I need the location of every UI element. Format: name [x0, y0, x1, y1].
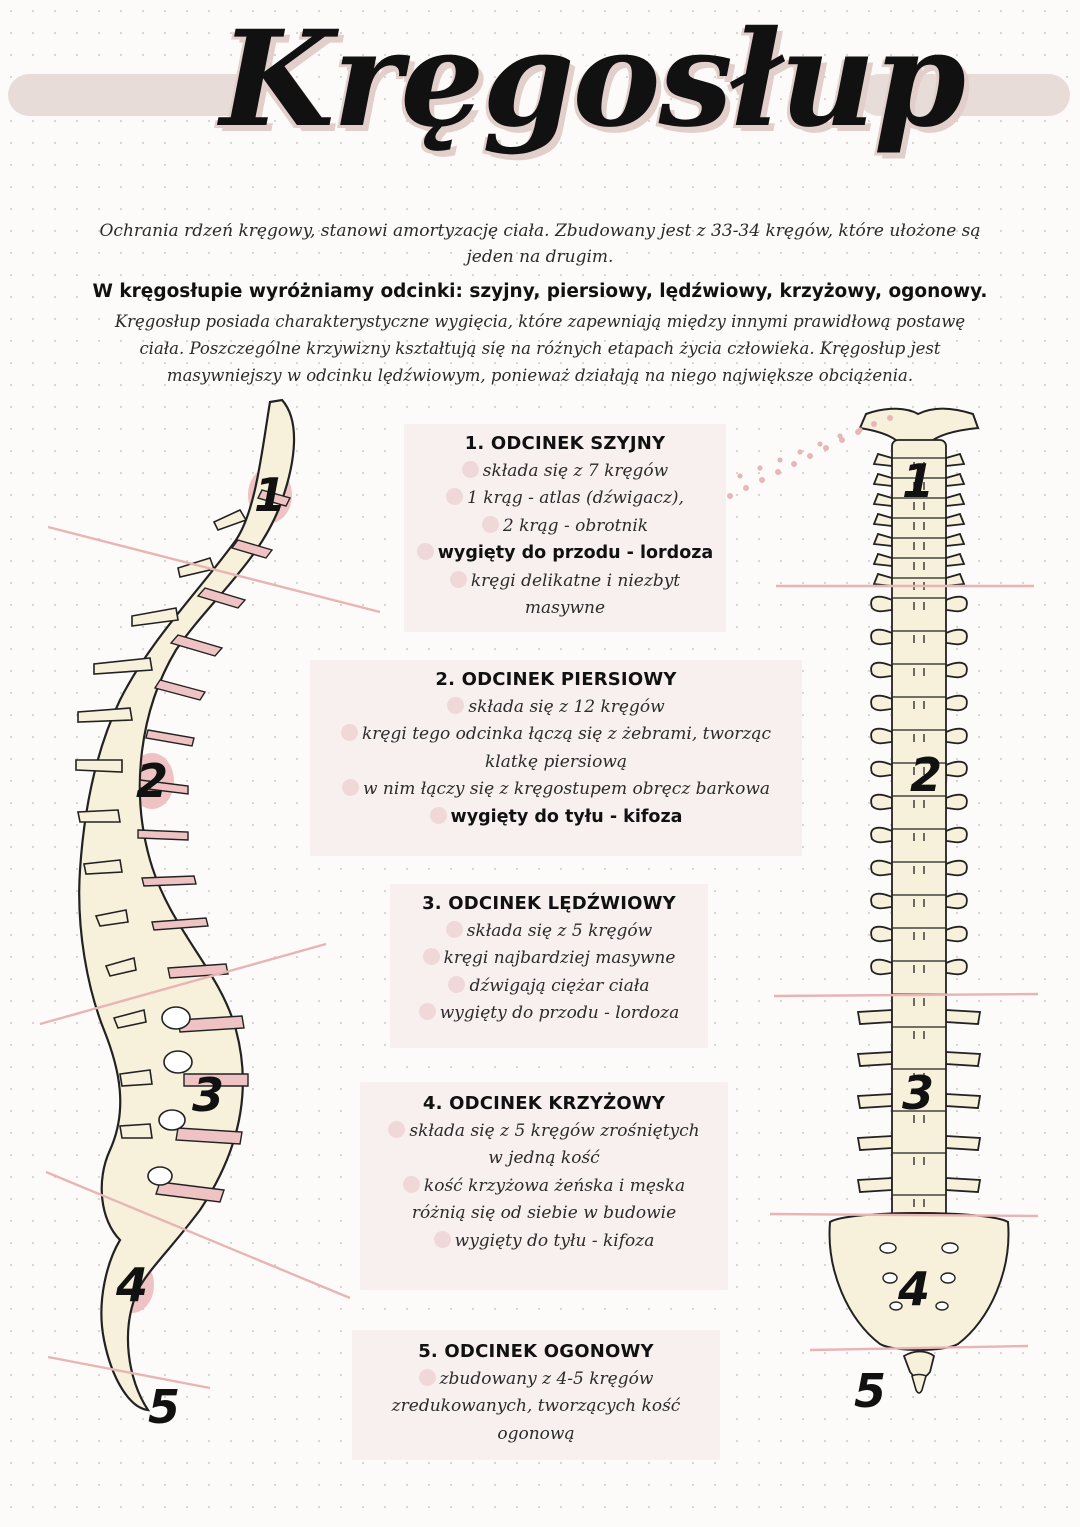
bullet-dot [448, 975, 466, 993]
section-heading: 2. ODCINEK PIERSIOWY [435, 669, 677, 690]
label-3-left: 3 [186, 1067, 230, 1123]
section-line: składa się z 7 kręgów [404, 458, 726, 486]
title-banner-left [8, 74, 258, 116]
bullet-dot [416, 543, 434, 560]
bullet-dot [446, 488, 464, 505]
section-line: 1 krąg - atlas (dźwigacz), [404, 485, 726, 513]
section-line: wygięty do przodu - lordoza [404, 540, 726, 568]
section-line: składa się z 5 kręgów zrośniętych [360, 1118, 728, 1146]
section-line: w jedną kość [488, 1148, 600, 1168]
intro-curves-line-1: Kręgosłup posiada charakterystyczne wygi… [114, 312, 966, 331]
bullet-dot [418, 1368, 436, 1386]
bullet-dot [340, 724, 358, 741]
bullet-dot [445, 920, 463, 938]
label-1-left: 1 [248, 467, 292, 523]
section-heading: 4. ODCINEK KRZYŻOWY [422, 1093, 666, 1114]
section-line: składa się z 5 kręgów [390, 918, 708, 946]
section-line: ogonową [497, 1423, 575, 1444]
bullet-dot [481, 515, 499, 533]
section-line: kręgi najbardziej masywne [390, 945, 708, 973]
section-line: dźwigają ciężar ciała [390, 973, 708, 1001]
section-line: wygięty do tyłu - kifoza [310, 804, 802, 832]
section-line: zredukowanych, tworzących kość [391, 1396, 681, 1416]
label-4-right: 4 [892, 1261, 936, 1317]
intro-curves-line-3: masywniejszy w odcinku lędźwiowym, ponie… [166, 366, 914, 385]
section-thoracic: 2. ODCINEK PIERSIOWY składa się z 12 krę… [310, 660, 802, 856]
section-line: różnią się od siebie w budowie [411, 1203, 677, 1223]
section-line: składa się z 12 kręgów [310, 694, 802, 722]
section-line: 2 krąg - obrotnik [404, 513, 726, 541]
intro-text: Ochrania rdzeń kręgowy, stanowi amortyza… [12, 218, 1068, 270]
label-2-left: 2 [130, 753, 174, 809]
section-heading: 1. ODCINEK SZYJNY [464, 433, 666, 454]
bullet-dot [402, 1175, 420, 1193]
section-heading: 3. ODCINEK LĘDŹWIOWY [422, 893, 676, 914]
label-4-left: 4 [110, 1257, 154, 1313]
bullet-dot [433, 1230, 451, 1248]
bullet-dot [449, 570, 467, 588]
section-cervical: 1. ODCINEK SZYJNY składa się z 7 kręgów … [404, 424, 726, 632]
label-1-right: 1 [896, 453, 940, 509]
title-banner-right [858, 74, 1070, 116]
intro-line-2: jeden na drugim. [466, 247, 614, 267]
intro-sections-summary: W kręgosłupie wyróżniamy odcinki: szyjny… [92, 281, 988, 302]
section-line: klatkę piersiową [484, 751, 628, 772]
section-line: zbudowany z 4-5 kręgów [352, 1366, 720, 1394]
page-title: Kręgosłup [220, 2, 966, 157]
label-5-left: 5 [147, 1380, 180, 1434]
bullet-dot [422, 948, 440, 965]
section-line: kręgi tego odcinka łączą się z żebrami, … [310, 721, 802, 749]
bullet-dot [429, 806, 447, 824]
spine-lateral-illustration [39, 398, 381, 1412]
label-5-right: 5 [853, 1364, 886, 1418]
intro-curves-line-2: ciała. Poszczególne krzywizny kształtują… [139, 339, 941, 358]
section-heading: 5. ODCINEK OGONOWY [418, 1341, 654, 1362]
section-line: kręgi delikatne i niezbyt [404, 568, 726, 596]
section-coccygeal: 5. ODCINEK OGONOWY zbudowany z 4-5 kręgó… [352, 1330, 720, 1460]
bullet-dot [447, 696, 465, 714]
section-line: wygięty do tyłu - kifoza [360, 1228, 728, 1256]
bullet-dot [388, 1120, 406, 1138]
bullet-dot [418, 1003, 436, 1020]
section-line: kość krzyżowa żeńska i męska [360, 1173, 728, 1201]
bullet-dot [341, 779, 359, 796]
section-line: masywne [524, 598, 606, 618]
intro-line-1: Ochrania rdzeń kręgowy, stanowi amortyza… [99, 221, 981, 241]
section-line: wygięty do przodu - lordoza [390, 1000, 708, 1028]
section-lumbar: 3. ODCINEK LĘDŹWIOWY składa się z 5 kręg… [390, 884, 708, 1048]
bullet-dot [461, 460, 479, 478]
intro-curves-text: Kręgosłup posiada charakterystyczne wygi… [14, 308, 1066, 389]
section-line: w nim łączy się z kręgostupem obręcz bar… [310, 776, 802, 804]
section-sacral: 4. ODCINEK KRZYŻOWY składa się z 5 kręgó… [360, 1082, 728, 1290]
label-2-right: 2 [904, 747, 948, 803]
label-3-right: 3 [896, 1065, 940, 1121]
